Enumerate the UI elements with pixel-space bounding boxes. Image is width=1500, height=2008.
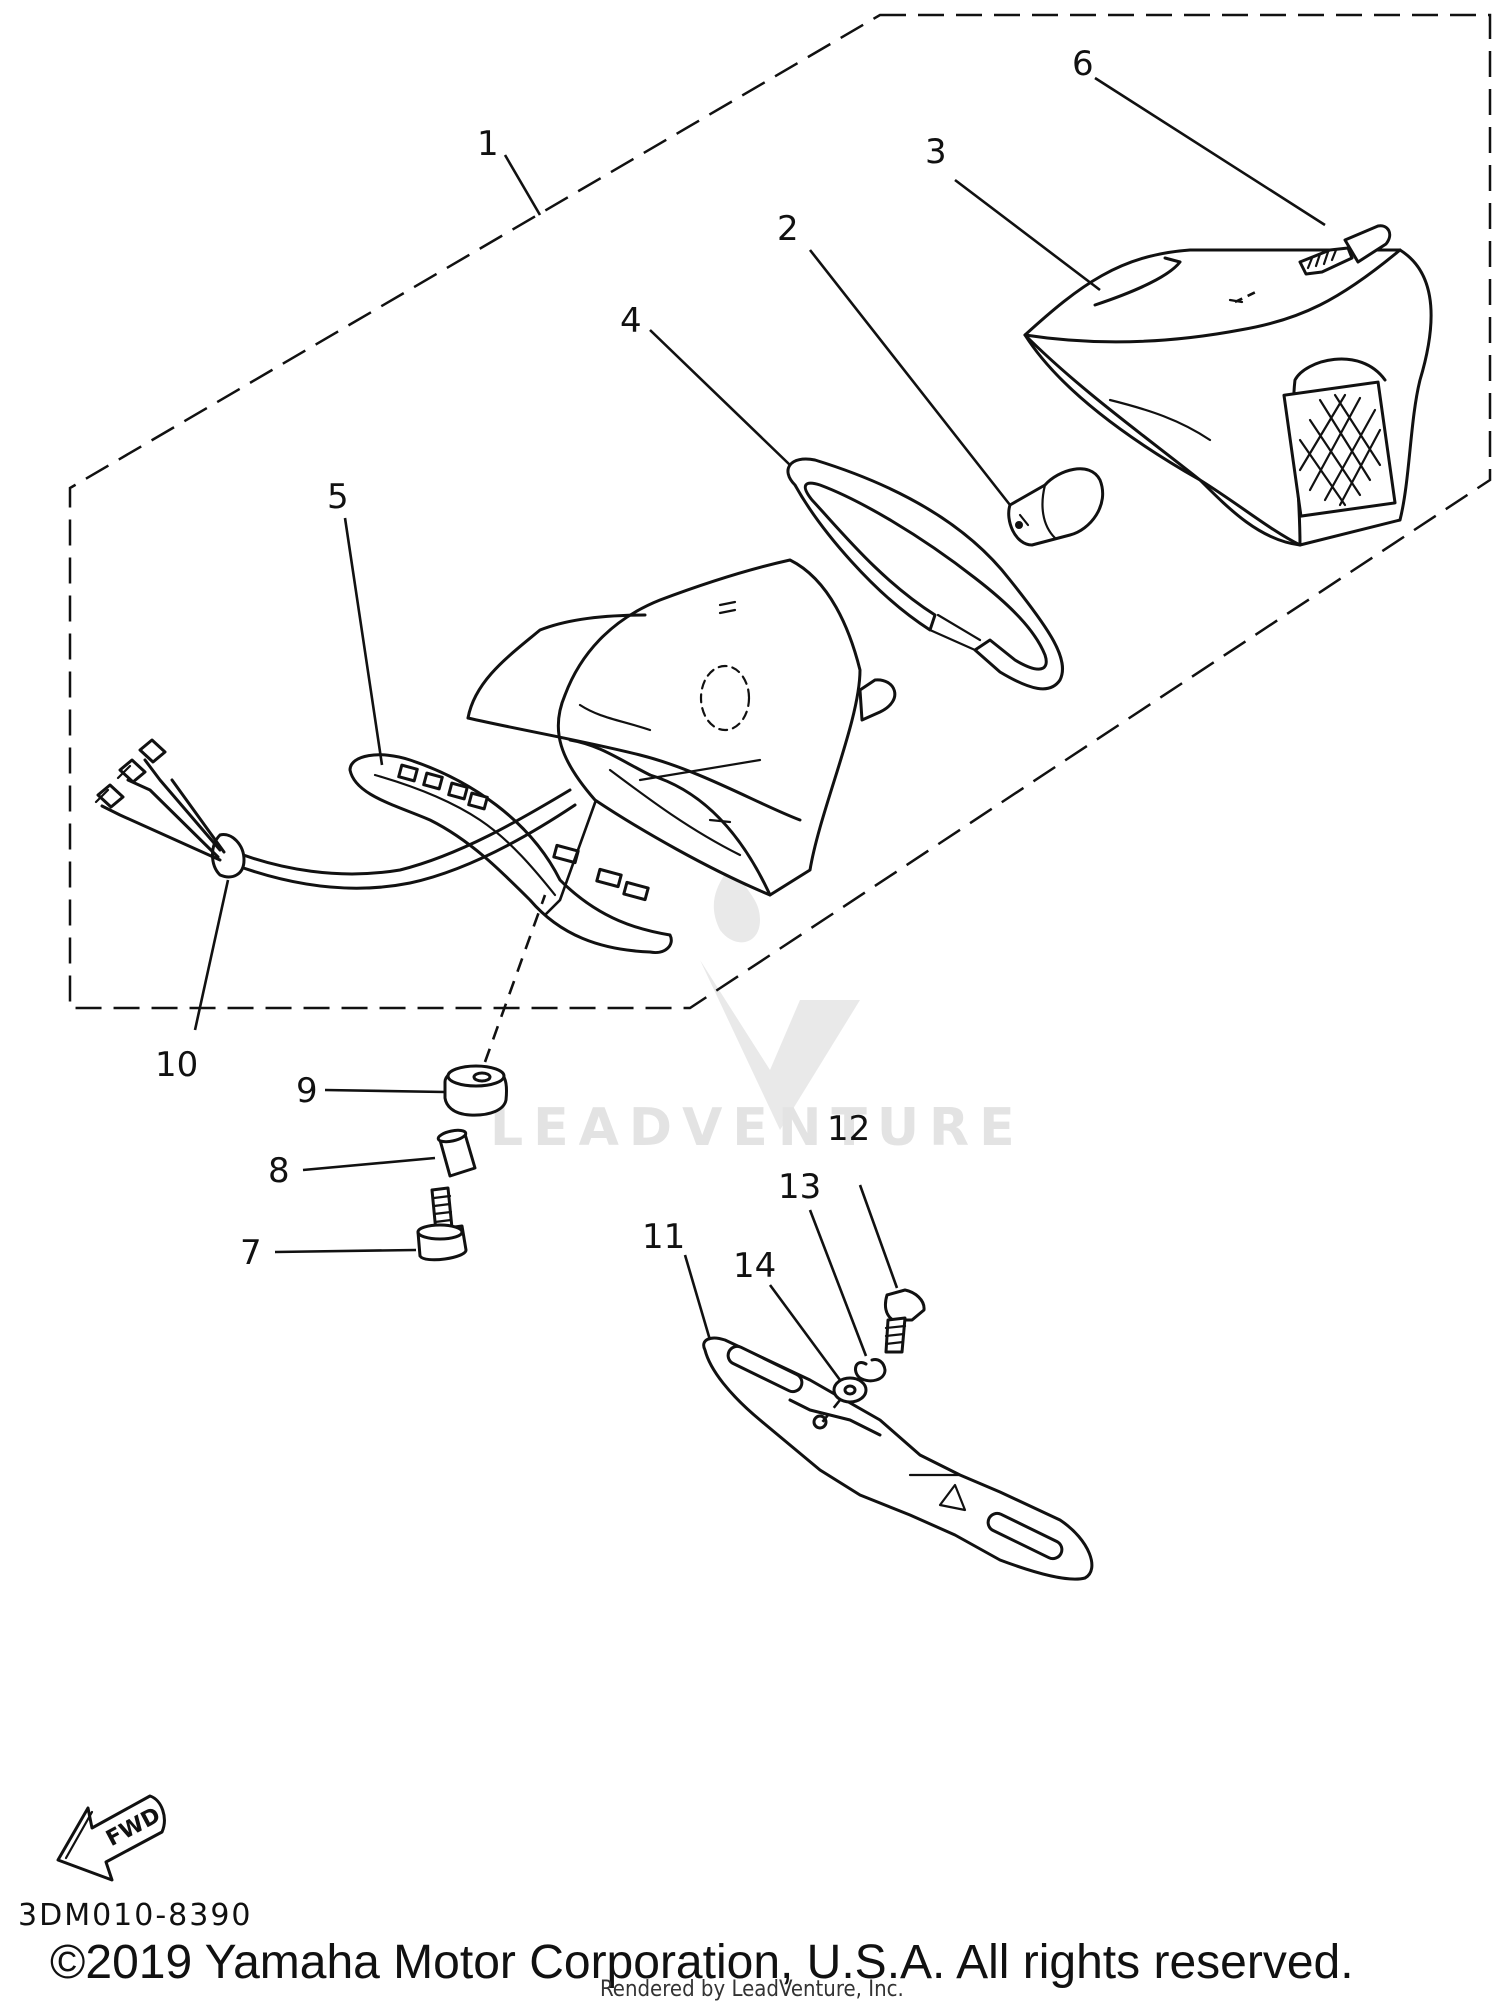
callout-1: 1 <box>477 124 499 164</box>
callout-13: 13 <box>778 1167 821 1207</box>
assembly-boundary <box>68 13 1492 1010</box>
leader-5 <box>343 517 384 766</box>
part-11-bracket <box>702 1336 1094 1581</box>
leader-8 <box>302 1156 436 1172</box>
fwd-arrow-icon: FWD <box>56 1794 166 1882</box>
rendered-by-credit: Rendered by LeadVenture, Inc. <box>600 1977 904 2002</box>
callout-labels: 1 2 3 4 5 6 7 8 9 10 11 12 13 14 <box>155 44 1094 1286</box>
callout-3: 3 <box>925 132 947 172</box>
diagram-code: 3DM010-8390 <box>18 1898 253 1933</box>
part-9-grommet <box>443 1064 509 1117</box>
callout-12: 12 <box>827 1109 870 1149</box>
copyright-notice: ©2019 Yamaha Motor Corporation, U.S.A. A… <box>50 1936 1354 1989</box>
leader-11 <box>683 1254 712 1341</box>
leader-6-dash <box>1234 288 1261 304</box>
callout-14: 14 <box>733 1246 776 1286</box>
part-3-lens-housing <box>1023 248 1433 547</box>
part-2-bulb <box>1007 467 1105 547</box>
callout-2: 2 <box>777 209 799 249</box>
callout-8: 8 <box>268 1151 290 1191</box>
callout-7: 7 <box>240 1233 262 1273</box>
leader-14 <box>768 1284 842 1381</box>
watermark-text: LEADVENTURE <box>490 1098 1025 1158</box>
leader-6 <box>1094 76 1326 227</box>
part-13-lock-washer <box>853 1358 887 1383</box>
leader-3 <box>954 178 1101 292</box>
leader-4 <box>649 329 791 466</box>
leader-10 <box>193 879 230 1031</box>
leader-9-line <box>544 799 598 916</box>
part-6-screw <box>1298 224 1392 276</box>
leader-1 <box>503 154 542 216</box>
leader-9-dash <box>483 894 547 1063</box>
leader-14-dash <box>818 1399 842 1426</box>
leader-12 <box>858 1184 899 1289</box>
part-10-wire-harness <box>94 738 577 890</box>
leadventure-watermark: LEADVENTURE <box>490 860 1025 1158</box>
part-14-washer <box>832 1376 868 1404</box>
part-8-collar <box>436 1128 477 1178</box>
leader-2 <box>808 249 1012 506</box>
part-7-bolt <box>416 1186 468 1262</box>
callout-5: 5 <box>327 477 349 517</box>
callout-10: 10 <box>155 1045 198 1085</box>
leader-7 <box>274 1248 417 1254</box>
leader-13 <box>808 1209 868 1357</box>
callout-9: 9 <box>296 1071 318 1111</box>
leader-lines <box>193 76 1326 1426</box>
part-4-gasket <box>786 457 1065 691</box>
part-12-bolt <box>883 1288 926 1354</box>
leader-9 <box>324 1088 446 1094</box>
part-5-plate <box>348 753 673 955</box>
part-5-light-base <box>466 558 897 897</box>
callout-11: 11 <box>642 1217 685 1257</box>
callout-6: 6 <box>1072 44 1094 84</box>
callout-4: 4 <box>620 301 642 341</box>
